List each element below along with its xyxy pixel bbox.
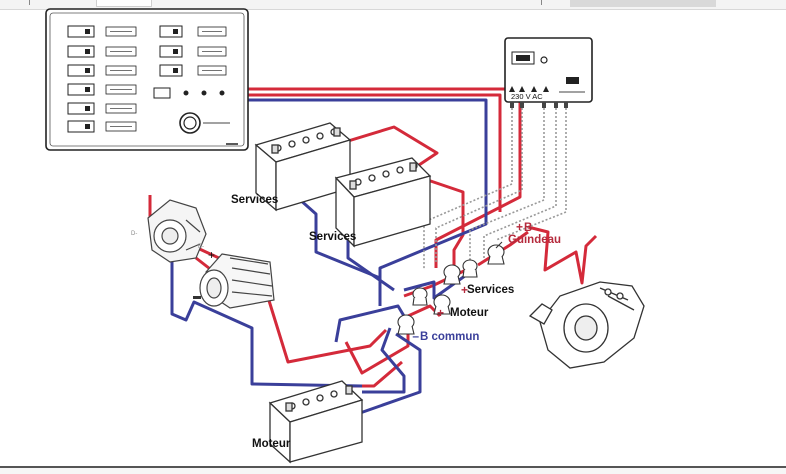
battery-charger [504,37,593,108]
starter-motor: + [193,248,275,309]
wire-panel-red-branch [248,93,502,212]
plus-sign-guindeau: + [516,220,523,234]
terminal-guindeau [487,241,505,265]
panel-switches-right [159,25,183,77]
browser-toolbar-strip [0,0,786,10]
toolbar-input[interactable] [96,0,152,7]
wire-guindeau-red [527,225,598,285]
alternator: D- B- [131,199,207,263]
panel-switches-left [67,25,95,133]
windlass-motor [528,281,645,369]
wire-alternator-blue [170,240,363,388]
svg-text:B-: B- [198,244,204,250]
toolbar-button[interactable] [570,0,716,7]
panel-main-knob [179,112,230,134]
toolbar-divider [541,0,542,5]
terminal-services-b [462,259,478,278]
terminal-services [443,264,461,285]
engine-battery [268,380,364,464]
label-moteur-terminal: Moteur [450,307,489,319]
svg-text:+: + [208,248,215,262]
label-guindeau: Guindeau [508,234,561,246]
bottom-border [0,466,786,474]
service-battery-1 [254,122,352,212]
label-services-3: Services [467,284,514,296]
label-b-guindeau: B [524,222,532,234]
plus-sign-services: + [461,283,468,297]
label-services-1: Services [231,194,278,206]
toolbar-divider [29,0,30,5]
panel-voltmeter [153,87,225,99]
panel-switch-knobs-left [85,29,90,129]
terminal-commun [397,314,415,335]
label-moteur-battery: Moteur [252,438,291,450]
wire-blue-moteur [362,327,406,394]
label-charger-voltage: 230 V AC [511,92,543,101]
minus-sign-commun: – [412,329,419,343]
wire-blue-to-battery [339,332,422,422]
wire-red-to-guindeau [477,230,529,267]
plus-sign-moteur: + [437,306,444,320]
terminal-posts [397,241,505,335]
wire-services-red-top [334,125,439,177]
terminal-junction [412,287,428,306]
control-panel [45,8,249,151]
charger-dotted-wires [423,104,567,270]
label-services-2: Services [309,231,356,243]
svg-text:D-: D- [131,231,137,237]
label-b-commun: B commun [420,331,479,343]
wire-blue-lower [334,304,406,343]
terminal-moteur [433,294,451,315]
diagram-labels: Services Services Services + Moteur + B … [231,92,561,450]
service-battery-2 [334,157,432,248]
